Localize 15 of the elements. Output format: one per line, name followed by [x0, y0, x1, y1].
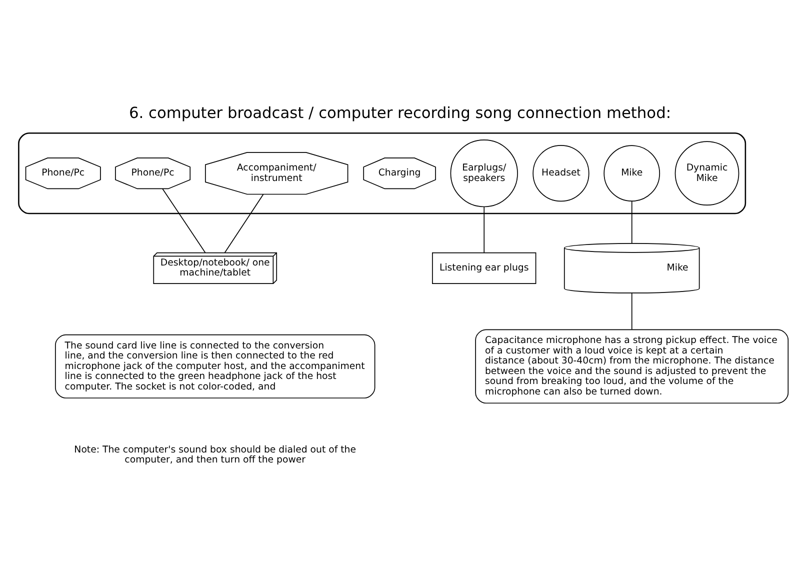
connector	[631, 200, 632, 244]
node-circle: Earplugs/ speakers	[450, 139, 518, 207]
cluster	[18, 132, 746, 214]
node-circle: Dynamic Mike	[674, 140, 740, 206]
node-box: The sound card live line is connected to the conversion line, and the conversion line is then connected to the red microphone jack of the computer host, and the accompaniment line is connected to the green headphone jack of the host computer. The socket is not color-coded, and	[55, 334, 376, 398]
connector	[631, 292, 632, 330]
connector	[484, 206, 485, 253]
connector	[224, 193, 264, 253]
connector	[162, 188, 206, 252]
label: Note: The computer's sound box should be dialed out of the computer, and then turn off the power	[74, 444, 356, 466]
diagram-title: 6. computer broadcast / computer recording song connection method:	[128, 104, 672, 122]
node-circle: Mike	[604, 144, 660, 202]
node-circle: Headset	[532, 144, 590, 202]
node-box: Listening ear plugs	[432, 252, 536, 284]
node-box: Capacitance microphone has a strong pickup effect. The voice of a customer with a loud voice is kept at a certain distance (about 30-40cm) from the microphone. The distance between the voice and the sound is adjusted to prevent the sound from breaking too loud, and the volume of the microphone can also be turned down.	[475, 328, 789, 404]
